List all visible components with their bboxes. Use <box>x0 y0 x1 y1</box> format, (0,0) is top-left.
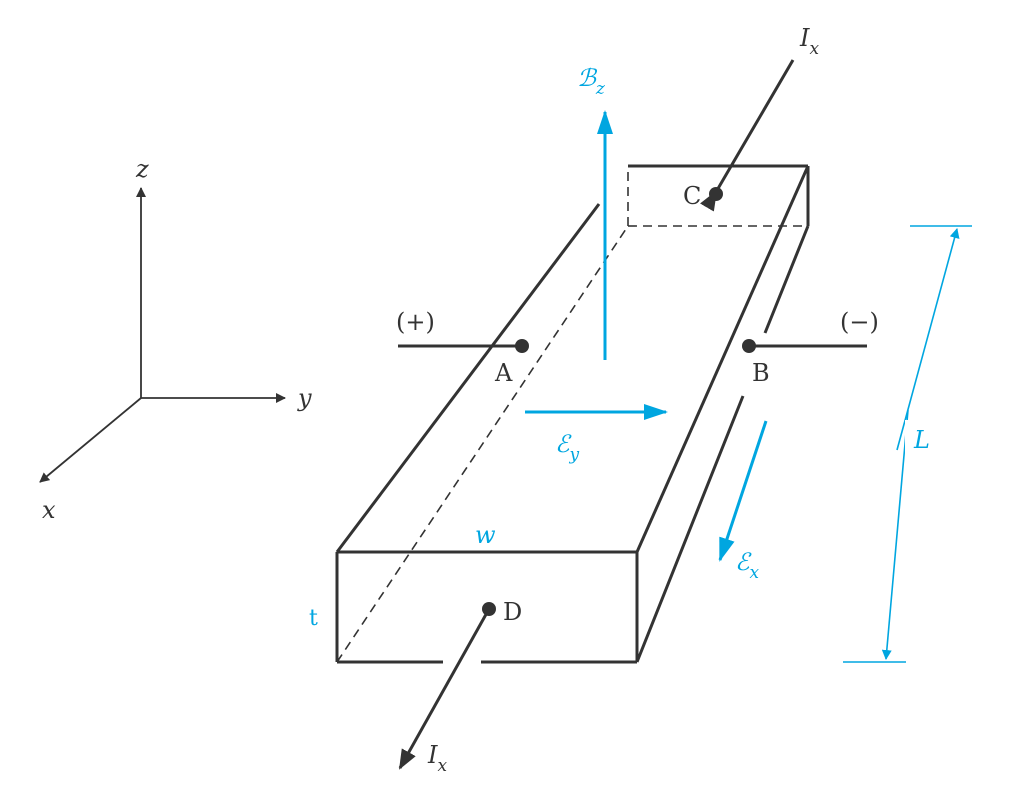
contact-c <box>709 187 723 201</box>
contact-a <box>515 339 529 353</box>
terminal-plus-label: (+) <box>396 308 435 336</box>
point-d-label: D <box>503 598 522 626</box>
magnetic-field-arrow: ℬz <box>577 64 613 360</box>
electric-field-x-arrow: ℰx <box>718 420 768 583</box>
current-label-top: Ix <box>799 24 819 59</box>
x-axis <box>39 397 142 483</box>
contact-d <box>482 602 496 616</box>
contact-b <box>742 339 756 353</box>
point-c-label: C <box>683 182 701 210</box>
z-axis-label: z <box>135 155 149 183</box>
width-label: w <box>475 521 496 549</box>
contact-leads <box>398 59 867 770</box>
point-b-label: B <box>752 359 770 387</box>
x-axis-label: x <box>42 496 56 524</box>
y-axis-label: y <box>297 384 312 412</box>
thickness-label: t <box>309 606 318 631</box>
lead-d <box>398 608 491 770</box>
point-a-label: A <box>494 359 513 387</box>
electric-field-x-label: ℰx <box>735 548 760 583</box>
terminal-minus-label: (−) <box>840 308 879 336</box>
length-label: L <box>913 426 930 454</box>
coordinate-axes: z y x <box>39 155 312 524</box>
electric-field-y-label: ℰy <box>555 430 580 465</box>
lead-c <box>700 59 795 212</box>
magnetic-field-label: ℬz <box>577 64 606 99</box>
length-dimension: L <box>843 225 972 663</box>
hidden-edges <box>336 166 808 663</box>
electric-field-y-arrow: ℰy <box>525 404 668 465</box>
semiconductor-bar <box>335 164 810 664</box>
current-label-bottom: Ix <box>427 741 447 776</box>
